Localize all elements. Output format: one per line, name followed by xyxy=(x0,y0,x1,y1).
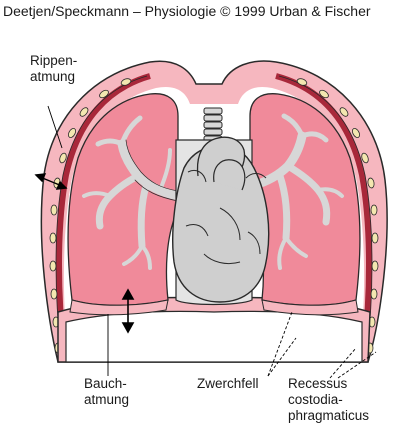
rib-breathing-arrow xyxy=(34,173,68,190)
right-intercostal-band xyxy=(275,73,372,353)
trachea xyxy=(203,107,223,143)
label-rippenatmung-line2: atmung xyxy=(30,69,75,84)
left-rib-nodules xyxy=(49,78,132,354)
label-rippenatmung-line1: Rippen- xyxy=(30,53,77,68)
abdominal-breathing-arrow xyxy=(121,288,135,334)
label-bauchatmung-line2: atmung xyxy=(84,392,129,407)
credit-line: Deetjen/Speckmann – Physiologie © 1999 U… xyxy=(3,3,371,19)
leader-lines xyxy=(47,105,377,379)
label-recessus-line1: Recessus xyxy=(288,376,348,391)
pulmonary-trunk xyxy=(213,159,246,191)
label-zwerchfell: Zwerchfell xyxy=(197,376,259,391)
right-airway-tree xyxy=(247,113,344,270)
abdominal-space xyxy=(65,310,363,363)
label-recessus-line2: costodia- xyxy=(288,392,343,407)
label-bauchatmung-line1: Bauch- xyxy=(84,376,127,391)
label-recessus-line3: phragmaticus xyxy=(288,408,369,423)
left-intercostal-band xyxy=(56,73,151,353)
